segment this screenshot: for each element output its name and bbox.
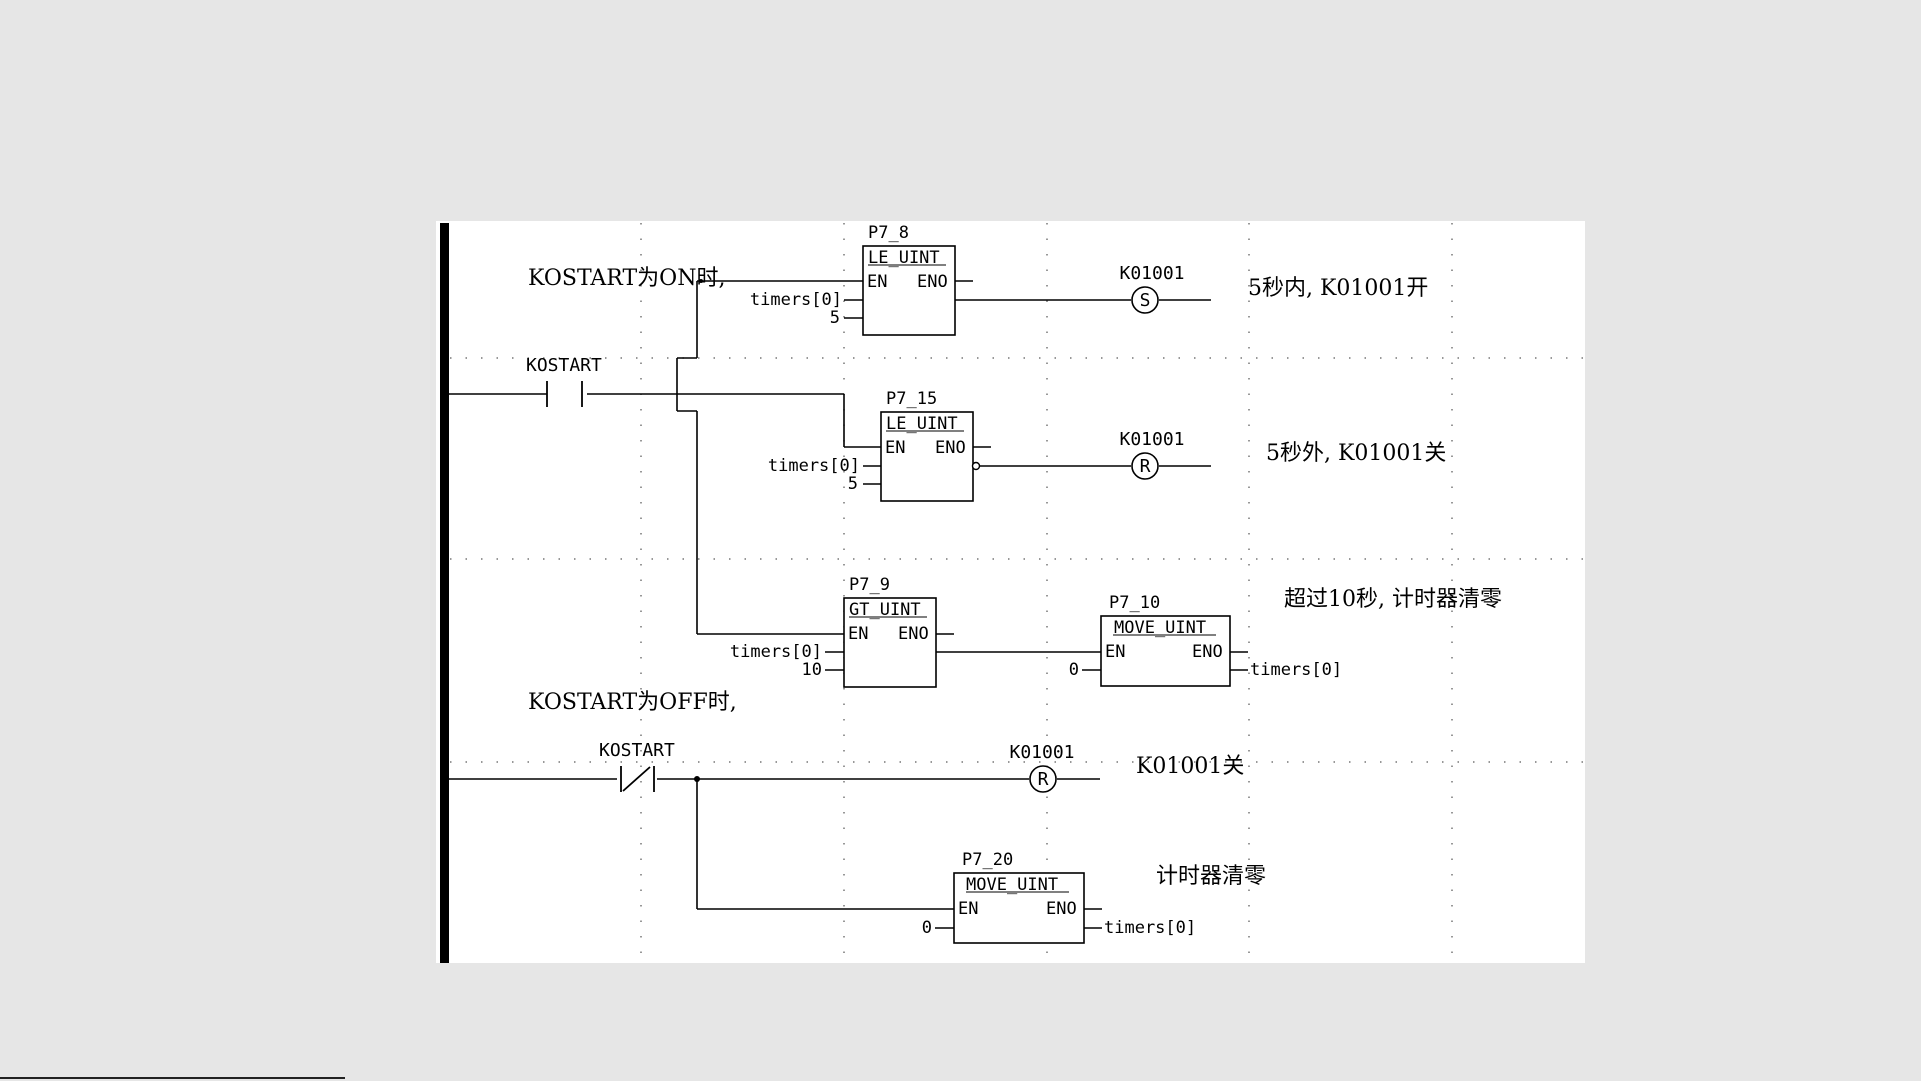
comment-timer-clear: 计时器清零 — [1156, 864, 1266, 889]
comment-on-condition: KOSTART为ON时, — [528, 266, 725, 291]
ladder-diagram-panel: KOSTART KOSTART S K01001 R K01001 R K010… — [436, 221, 1585, 963]
comment-k-off: K01001关 — [1136, 754, 1244, 779]
bottom-divider — [0, 1077, 345, 1079]
comment-over-10s: 超过10秒, 计时器清零 — [1284, 587, 1502, 612]
contact-nc-kostart — [621, 766, 654, 792]
svg-text:R: R — [1140, 456, 1151, 477]
svg-text:ENO: ENO — [1046, 899, 1077, 919]
coil-tag: K01001 — [1119, 429, 1184, 450]
svg-text:S: S — [1140, 290, 1151, 311]
comment-after-5s: 5秒外, K01001关 — [1266, 441, 1446, 466]
svg-text:P7_15: P7_15 — [886, 389, 937, 409]
function-block-p7-20: P7_20 MOVE_UINT EN ENO 0 timers[0] — [922, 850, 1196, 943]
power-rail — [440, 223, 449, 963]
coil-tag: K01001 — [1119, 263, 1184, 284]
svg-text:ENO: ENO — [935, 438, 966, 458]
svg-text:P7_9: P7_9 — [849, 575, 890, 595]
svg-text:timers[0]: timers[0] — [768, 456, 860, 476]
coil-reset-k01001: R K01001 — [1119, 429, 1184, 479]
coil-set-k01001: S K01001 — [1119, 263, 1184, 313]
ladder-diagram: KOSTART KOSTART S K01001 R K01001 R K010… — [436, 221, 1585, 963]
svg-text:EN: EN — [867, 272, 887, 292]
svg-text:timers[0]: timers[0] — [730, 642, 822, 662]
svg-text:ENO: ENO — [1192, 642, 1223, 662]
svg-text:10: 10 — [802, 660, 822, 680]
svg-text:timers[0]: timers[0] — [1104, 918, 1196, 938]
svg-text:R: R — [1038, 769, 1049, 790]
svg-text:timers[0]: timers[0] — [750, 290, 842, 310]
svg-text:0: 0 — [922, 918, 932, 938]
svg-text:0: 0 — [1069, 660, 1079, 680]
svg-text:5: 5 — [830, 308, 840, 328]
svg-text:ENO: ENO — [898, 624, 929, 644]
junction-dot — [694, 776, 700, 782]
svg-text:P7_20: P7_20 — [962, 850, 1013, 870]
contact-label: KOSTART — [599, 740, 675, 761]
contact-label: KOSTART — [526, 355, 602, 376]
comment-within-5s: 5秒内, K01001开 — [1248, 276, 1428, 301]
contact-no-kostart — [547, 381, 582, 407]
coil-reset-k01001-off: R K01001 — [1009, 742, 1074, 792]
negation-dot — [973, 463, 980, 470]
svg-text:EN: EN — [848, 624, 868, 644]
svg-text:5: 5 — [848, 474, 858, 494]
svg-text:EN: EN — [885, 438, 905, 458]
svg-text:EN: EN — [958, 899, 978, 919]
svg-text:P7_10: P7_10 — [1109, 593, 1160, 613]
svg-text:ENO: ENO — [917, 272, 948, 292]
svg-text:EN: EN — [1105, 642, 1125, 662]
coil-tag: K01001 — [1009, 742, 1074, 763]
svg-text:P7_8: P7_8 — [868, 223, 909, 243]
svg-text:timers[0]: timers[0] — [1250, 660, 1342, 680]
comment-off-condition: KOSTART为OFF时, — [528, 690, 737, 715]
